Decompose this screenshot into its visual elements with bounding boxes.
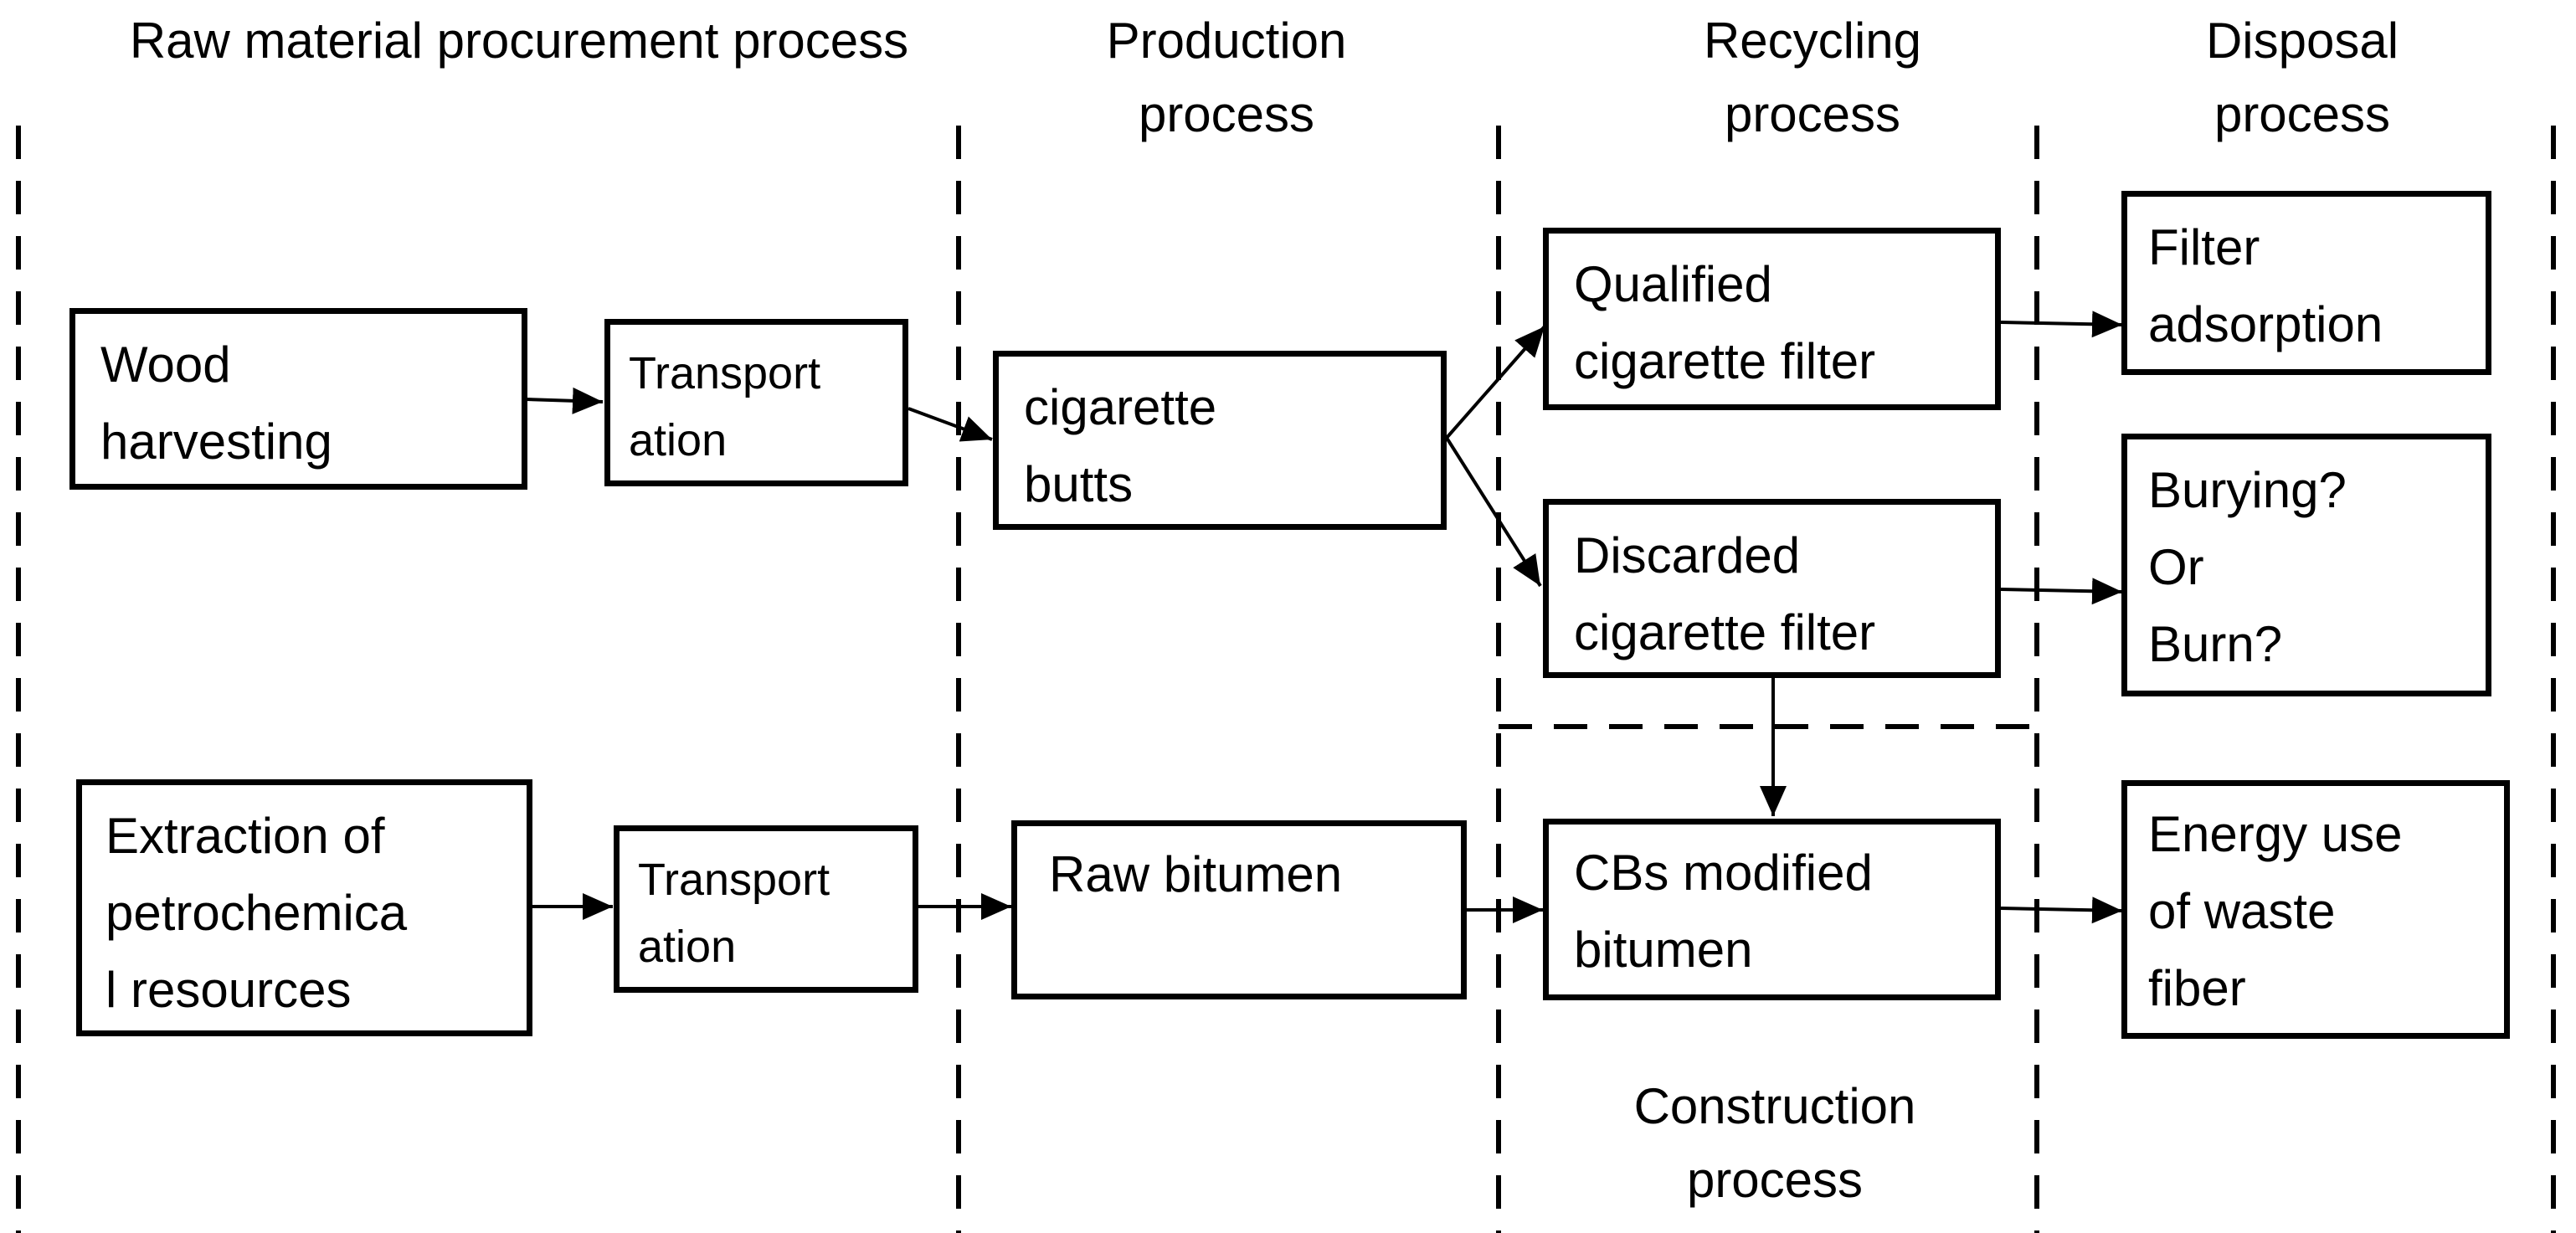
arrow-cbs-to-energy [2000,896,2123,924]
box-energy-use: Energy use of waste fiber [2121,780,2510,1039]
box-transportation-bottom: Transport ation [614,825,918,993]
box-transportation-top: Transport ation [604,319,908,486]
heading-disposal: Disposal process [2205,13,2399,142]
box-raw-bitumen: Raw bitumen [1011,820,1467,999]
label-extraction-petro: Extraction of petrochemica l resources [105,808,408,1018]
box-cbs-modified: CBs modified bitumen [1543,819,2001,1000]
arrow-transport-to-butts [908,407,993,442]
label-wood-harvesting: Wood harvesting [100,337,332,470]
heading-raw-material: Raw material procurement process [129,13,909,69]
arrow-qualified-to-adsorption [2000,311,2123,338]
arrow-discarded-to-burying [2000,578,2123,605]
label-transportation-bottom: Transport ation [638,855,830,972]
arrow-butts-to-discarded [1445,436,1542,588]
box-wood-harvesting: Wood harvesting [69,308,527,490]
label-burying-burn: Burying? Or Burn? [2148,462,2347,672]
arrow-wood-to-transport [525,387,604,414]
label-energy-use: Energy use of waste fiber [2148,806,2403,1016]
label-cigarette-butts: cigarette butts [1024,379,1217,512]
label-construction-process: Construction process [1633,1078,1916,1208]
box-cigarette-butts: cigarette butts [993,351,1447,530]
box-extraction-petro: Extraction of petrochemica l resources [76,779,532,1036]
arrow-butts-to-qualified [1445,325,1546,439]
label-discarded-filter: Discarded cigarette filter [1574,527,1876,660]
box-filter-adsorption: Filter adsorption [2121,191,2491,375]
box-burying-burn: Burying? Or Burn? [2121,434,2491,696]
heading-production: Production process [1106,13,1347,142]
heading-recycling: Recycling process [1703,13,1922,142]
label-filter-adsorption: Filter adsorption [2148,219,2383,352]
box-qualified-filter: Qualified cigarette filter [1543,228,2001,410]
label-transportation-top: Transport ation [629,348,821,465]
box-discarded-filter: Discarded cigarette filter [1543,499,2001,678]
label-qualified-filter: Qualified cigarette filter [1574,256,1876,389]
label-raw-bitumen: Raw bitumen [1049,846,1343,902]
label-cbs-modified: CBs modified bitumen [1574,845,1873,978]
